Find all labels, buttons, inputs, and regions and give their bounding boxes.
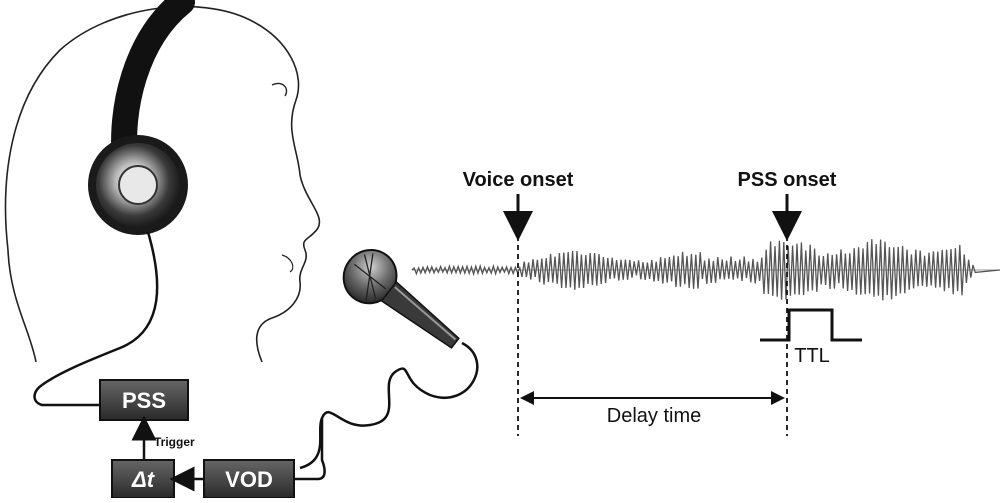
delay-time-label: Delay time [607,405,701,427]
vod-label: VOD [225,467,273,492]
vod-cable [294,418,326,481]
headphone-cable [33,383,100,407]
microphone-icon [299,248,479,470]
delta-t-label: Δt [131,467,156,492]
delta-t-box: Δt [111,459,175,499]
pss-label: PSS [122,388,166,413]
voice-onset-label: Voice onset [463,169,574,191]
pss-box: PSS [99,379,189,421]
pss-onset-label: PSS onset [738,169,837,191]
ttl-pulse [760,308,862,342]
head-silhouette-icon [4,5,321,363]
voice-waveform [411,239,1000,301]
delay-right-arrowhead [771,391,785,405]
headphones-icon [41,0,195,387]
delay-left-arrowhead [520,391,534,405]
trigger-label: Trigger [154,435,195,449]
ttl-label: TTL [794,345,830,367]
vod-box: VOD [203,459,295,499]
